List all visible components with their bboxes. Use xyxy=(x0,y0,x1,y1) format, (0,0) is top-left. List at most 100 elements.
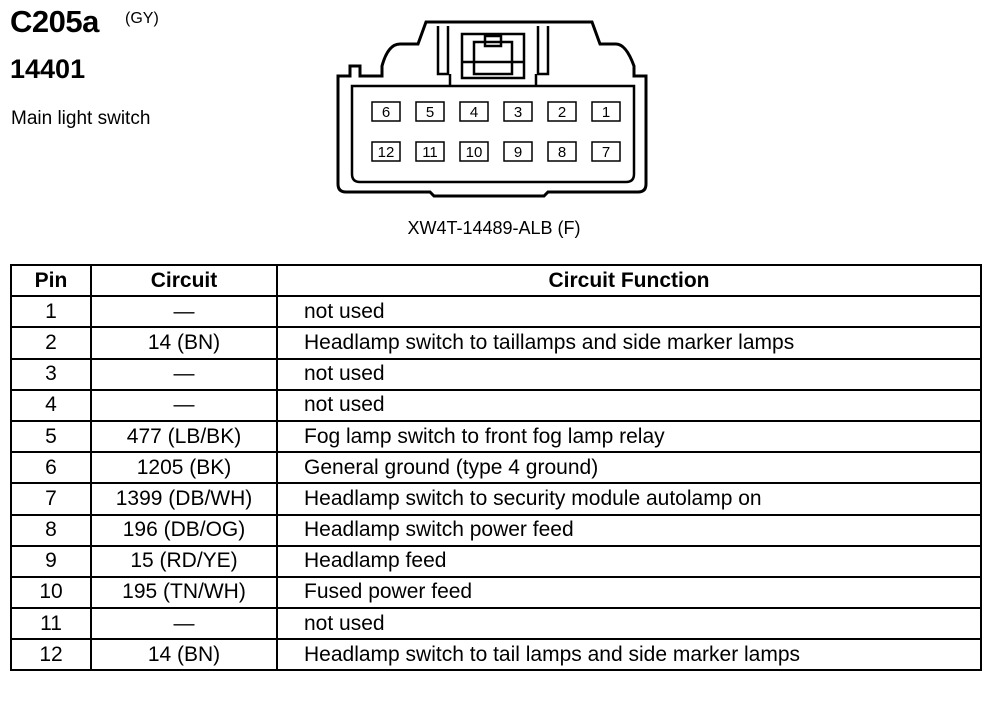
circuit-cell: 477 (LB/BK) xyxy=(90,419,278,454)
connector-pin-number: 10 xyxy=(466,144,483,161)
connector-color: (GY) xyxy=(125,10,159,27)
connector-code: C205a xyxy=(10,4,99,39)
function-cell: not used xyxy=(276,357,982,391)
connector-pin: 7 xyxy=(591,141,621,162)
function-cell: not used xyxy=(276,388,982,422)
function-cell: not used xyxy=(276,607,982,641)
connector-pin: 10 xyxy=(459,141,489,162)
connector-pin-number: 3 xyxy=(514,104,522,121)
connector-pin-box xyxy=(459,101,489,122)
connector-pin-box xyxy=(503,101,533,122)
connector-pin: 12 xyxy=(371,141,401,162)
column-header-pin: Pin xyxy=(10,263,92,298)
circuit-cell: 196 (DB/OG) xyxy=(90,513,278,547)
connector-pin-number: 12 xyxy=(378,144,395,161)
connector-latch xyxy=(436,26,550,86)
table-row: 3—not used xyxy=(10,357,982,391)
connector-pin-box xyxy=(547,101,577,122)
connector-pin: 8 xyxy=(547,141,577,162)
connector-pin: 5 xyxy=(415,101,445,122)
connector-pin: 2 xyxy=(547,101,577,122)
connector-pin: 1 xyxy=(591,101,621,122)
pin-cell: 9 xyxy=(10,544,92,578)
connector-pin-box xyxy=(547,141,577,162)
pin-cell: 3 xyxy=(10,357,92,391)
table-row: 11—not used xyxy=(10,607,982,641)
connector-pin-number: 9 xyxy=(514,144,522,161)
connector-pin: 11 xyxy=(415,141,445,162)
connector-description: Main light switch xyxy=(11,108,151,129)
connector-pin: 6 xyxy=(371,101,401,122)
pin-cell: 2 xyxy=(10,326,92,360)
pin-cell: 6 xyxy=(10,451,92,485)
connector-pin-number: 2 xyxy=(558,104,566,121)
circuit-cell: 14 (BN) xyxy=(90,326,278,360)
function-cell: not used xyxy=(276,295,982,329)
table-header-row: Pin Circuit Circuit Function xyxy=(10,263,982,298)
connector-pin: 3 xyxy=(503,101,533,122)
circuit-cell: 14 (BN) xyxy=(90,638,278,672)
column-header-circuit: Circuit xyxy=(90,263,278,298)
circuit-cell: — xyxy=(90,295,278,329)
function-cell: Headlamp switch power feed xyxy=(276,513,982,547)
connector-part-label-text: XW4T-14489-ALB (F) xyxy=(407,218,581,238)
connector-housing-outer xyxy=(336,20,648,198)
function-cell: General ground (type 4 ground) xyxy=(276,451,982,485)
connector-diagram: 6 5 4 3 2 1 12 11 10 9 8 7 xyxy=(336,20,648,198)
connector-pin-box xyxy=(591,101,621,122)
connector-housing-inner xyxy=(350,84,636,184)
connector-pin: 9 xyxy=(503,141,533,162)
connector-pin-number: 6 xyxy=(382,104,390,121)
connector-part-label: XW4T-14489-ALB (F) xyxy=(0,218,990,239)
function-cell: Headlamp feed xyxy=(276,544,982,578)
circuit-cell: 15 (RD/YE) xyxy=(90,544,278,578)
pin-cell: 12 xyxy=(10,638,92,672)
pin-cell: 8 xyxy=(10,513,92,547)
connector-pin-box xyxy=(503,141,533,162)
circuit-cell: — xyxy=(90,388,278,422)
connector-pin-box xyxy=(591,141,621,162)
function-cell: Fog lamp switch to front fog lamp relay xyxy=(276,419,982,454)
connector-pin-number: 4 xyxy=(470,104,478,121)
connector-pin-rows: 6 5 4 3 2 1 12 11 10 9 8 7 xyxy=(371,101,621,162)
pin-cell: 4 xyxy=(10,388,92,422)
connector-pin-box xyxy=(371,101,401,122)
circuit-cell: 1205 (BK) xyxy=(90,451,278,485)
connector-pin-box xyxy=(415,101,445,122)
table-row: 4—not used xyxy=(10,388,982,422)
function-cell: Headlamp switch to taillamps and side ma… xyxy=(276,326,982,360)
connector-pin-number: 11 xyxy=(422,144,438,161)
connector-pin-number: 1 xyxy=(602,104,610,121)
connector-pin-number: 7 xyxy=(602,144,610,161)
pin-cell: 11 xyxy=(10,607,92,641)
connector-pin-number: 8 xyxy=(558,144,566,161)
connector-pin-box xyxy=(371,141,401,162)
pin-cell: 1 xyxy=(10,295,92,329)
connector-pin: 4 xyxy=(459,101,489,122)
connector-pin-box xyxy=(459,141,489,162)
connector-pin-number: 5 xyxy=(426,104,434,121)
pin-cell: 10 xyxy=(10,575,92,610)
function-cell: Headlamp switch to tail lamps and side m… xyxy=(276,638,982,672)
circuit-cell: 195 (TN/WH) xyxy=(90,575,278,610)
function-cell: Fused power feed xyxy=(276,575,982,610)
part-number: 14401 xyxy=(10,54,86,84)
pin-cell: 5 xyxy=(10,419,92,454)
circuit-cell: 1399 (DB/WH) xyxy=(90,482,278,516)
connector-pin-box xyxy=(415,141,445,162)
table-row: 1—not used xyxy=(10,295,982,329)
pin-cell: 7 xyxy=(10,482,92,516)
column-header-function: Circuit Function xyxy=(276,263,982,298)
function-cell: Headlamp switch to security module autol… xyxy=(276,482,982,516)
circuit-cell: — xyxy=(90,607,278,641)
